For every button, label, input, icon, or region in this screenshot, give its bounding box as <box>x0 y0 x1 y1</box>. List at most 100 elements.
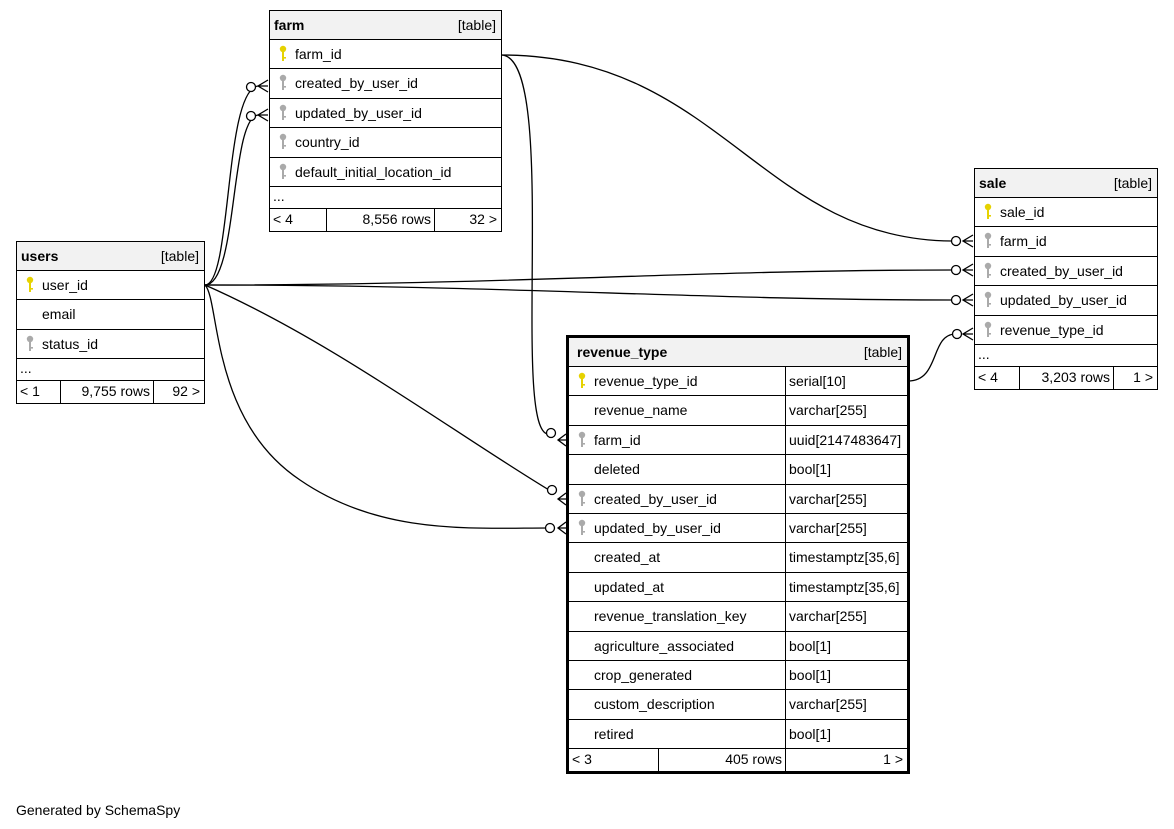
column-type: uuid[2147483647] <box>789 431 902 448</box>
table-header[interactable]: sale [table] <box>975 169 1157 198</box>
column-row[interactable]: retired bool[1] <box>569 719 907 750</box>
column-row[interactable]: updated_by_user_id <box>270 99 501 129</box>
parents-link[interactable]: < 4 <box>978 368 998 385</box>
primary-key-icon <box>577 372 587 390</box>
table-header[interactable]: farm [table] <box>270 11 501 40</box>
column-row[interactable]: sale_id <box>975 198 1157 228</box>
optional-marker <box>950 235 962 247</box>
column-name: user_id <box>42 277 88 293</box>
table-name[interactable]: farm <box>274 17 305 33</box>
column-row[interactable]: updated_by_user_id <box>975 286 1157 316</box>
column-type: bool[1] <box>789 725 832 742</box>
foreign-key-icon <box>577 490 587 508</box>
column-row[interactable]: created_by_user_id varchar[255] <box>569 484 907 514</box>
column-name: farm_id <box>295 46 342 62</box>
children-link[interactable]: 32 > <box>469 210 497 227</box>
more-columns: ... <box>270 187 501 209</box>
foreign-key-icon <box>278 163 288 181</box>
column-row[interactable]: farm_id <box>975 227 1157 257</box>
children-link[interactable]: 1 > <box>883 751 903 768</box>
column-type: bool[1] <box>789 666 832 683</box>
table-name[interactable]: revenue_type <box>577 344 668 360</box>
optional-marker <box>951 328 963 340</box>
column-row[interactable]: status_id <box>17 330 204 360</box>
column-name-cell: created_by_user_id <box>569 485 785 513</box>
column-name: created_by_user_id <box>594 490 717 507</box>
column-type-cell: timestamptz[35,6] <box>785 572 907 602</box>
column-name: country_id <box>295 134 360 151</box>
row-count: 8,556 rows <box>362 210 431 227</box>
column-name: retired <box>594 725 634 742</box>
column-name: sale_id <box>1000 204 1045 220</box>
column-name-cell: created_by_user_id <box>975 257 1157 285</box>
column-row[interactable]: email <box>17 300 204 330</box>
children-link[interactable]: 1 > <box>1133 368 1153 385</box>
table-footer: < 1 9,755 rows 92 > <box>17 381 204 404</box>
parents-link[interactable]: < 1 <box>20 383 40 400</box>
column-name-cell: email <box>17 300 204 328</box>
primary-key-icon <box>983 203 993 221</box>
column-row[interactable]: country_id <box>270 128 501 158</box>
crowfoot-marker <box>961 263 974 277</box>
column-name: agriculture_associated <box>594 637 735 654</box>
table-sale[interactable]: sale [table] sale_id farm_id created_by_us… <box>974 168 1158 390</box>
column-name: revenue_translation_key <box>594 608 747 625</box>
edge-sale-created-by-users <box>204 269 953 286</box>
column-name-cell: revenue_type_id <box>975 316 1157 344</box>
table-name[interactable]: sale <box>979 175 1007 191</box>
column-type-cell: uuid[2147483647] <box>785 425 907 455</box>
column-name: created_by_user_id <box>1000 262 1123 279</box>
column-row[interactable]: revenue_type_id <box>975 316 1157 345</box>
column-row[interactable]: user_id <box>17 271 204 301</box>
column-name: revenue_name <box>594 402 688 419</box>
column-type-cell: bool[1] <box>785 455 907 484</box>
column-type-cell: varchar[255] <box>785 690 907 719</box>
column-name: email <box>42 306 76 323</box>
column-name-cell: updated_at <box>569 573 785 601</box>
row-count: 9,755 rows <box>81 383 150 400</box>
crowfoot-marker <box>556 492 567 506</box>
table-name[interactable]: users <box>21 248 59 264</box>
column-name-cell: user_id <box>17 271 204 299</box>
parents-link[interactable]: < 3 <box>572 751 592 768</box>
column-name-cell: revenue_type_id <box>569 367 785 395</box>
column-row[interactable]: created_by_user_id <box>270 69 501 99</box>
row-count: 405 rows <box>725 751 782 768</box>
column-type-cell: varchar[255] <box>785 602 907 631</box>
column-name: status_id <box>42 335 99 352</box>
foreign-key-icon <box>983 262 993 280</box>
edge-sale-updated-by-users <box>204 284 953 301</box>
column-name: created_by_user_id <box>295 75 418 92</box>
column-type-cell: varchar[255] <box>785 484 907 513</box>
column-row[interactable]: farm_id <box>270 40 501 70</box>
table-header[interactable]: users [table] <box>17 242 204 271</box>
column-name: farm_id <box>1000 233 1047 250</box>
table-header[interactable]: revenue_type [table] <box>569 338 907 367</box>
column-row[interactable]: default_initial_location_id <box>270 158 501 187</box>
column-name-cell: updated_by_user_id <box>569 514 785 542</box>
table-footer: < 3 405 rows 1 > <box>569 749 907 772</box>
optional-marker <box>546 484 558 496</box>
more-columns: ... <box>975 345 1157 367</box>
column-type: varchar[255] <box>789 519 867 536</box>
crowfoot-marker <box>256 108 269 122</box>
foreign-key-icon <box>278 74 288 92</box>
column-row[interactable]: created_by_user_id <box>975 257 1157 287</box>
children-link[interactable]: 92 > <box>172 383 200 400</box>
row-count: 3,203 rows <box>1041 368 1110 385</box>
column-row[interactable]: revenue_translation_key varchar[255] <box>569 602 907 632</box>
parents-link[interactable]: < 4 <box>273 210 293 227</box>
